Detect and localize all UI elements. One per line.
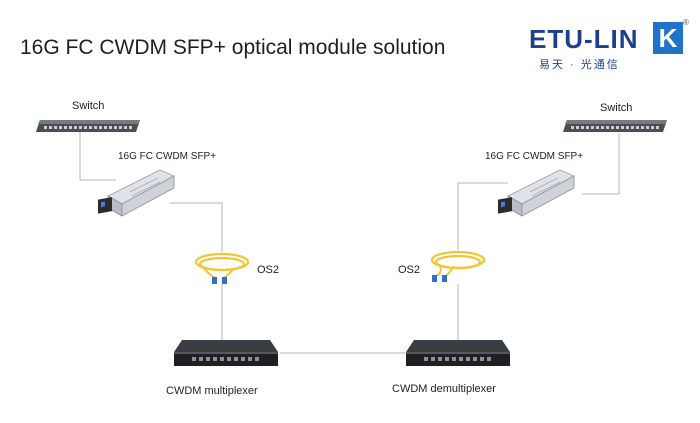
left-switch-icon [36, 120, 140, 132]
right-sfp-label: 16G FC CWDM SFP+ [485, 151, 584, 162]
left-sfp-label: 16G FC CWDM SFP+ [118, 151, 217, 162]
left-switch-label: Switch [72, 100, 105, 112]
cwdm-multiplexer-icon [174, 340, 278, 366]
left-fiber-patch-cord-icon [194, 252, 250, 284]
page-title: 16G FC CWDM SFP+ optical module solution [20, 36, 446, 59]
multiplexer-label: CWDM multiplexer [166, 385, 258, 397]
right-fiber-patch-cord-icon [430, 250, 486, 282]
left-fiber-label: OS2 [257, 264, 280, 276]
logo-subtitle: 易天 · 光通信 [539, 59, 620, 71]
switch-to-sfp-line-left [79, 132, 116, 181]
right-fiber-label: OS2 [398, 264, 421, 276]
sfp-to-fiber-line-right [457, 182, 508, 250]
etu-link-logo: ETU-LIN K ® 易天 · 光通信 [529, 18, 689, 72]
right-sfp-module-icon [498, 169, 575, 217]
right-switch-label: Switch [600, 102, 633, 114]
logo-wordmark: ETU-LIN [529, 24, 639, 54]
right-switch-icon [563, 120, 667, 132]
registered-mark: ® [683, 18, 689, 27]
demultiplexer-label: CWDM demultiplexer [392, 383, 496, 395]
switch-to-sfp-line-right [582, 133, 620, 195]
logo-k-block: K [653, 22, 683, 54]
cwdm-demultiplexer-icon [406, 340, 510, 366]
left-sfp-module-icon [98, 169, 175, 217]
sfp-to-fiber-line-left [170, 202, 223, 252]
